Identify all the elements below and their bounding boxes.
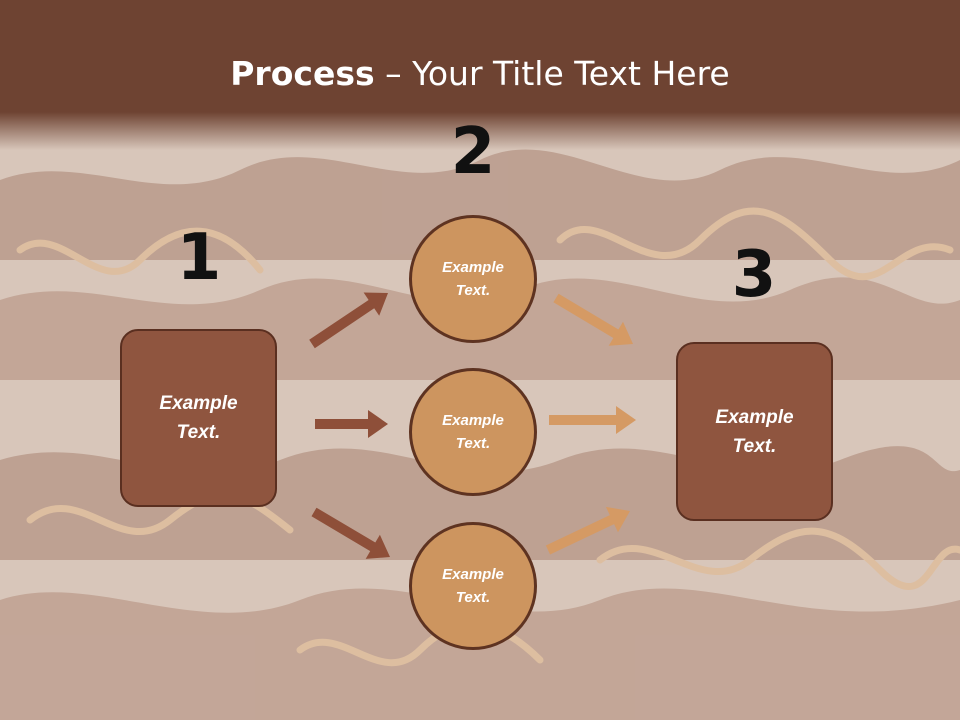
left-process-box: Example Text. — [120, 329, 277, 507]
left-box-label: Example Text. — [159, 393, 238, 443]
arrow-middle-to-right — [549, 406, 636, 434]
arrow-left-to-bottom — [311, 507, 390, 559]
arrow-left-to-middle — [315, 410, 388, 438]
right-process-box: Example Text. — [676, 342, 833, 521]
header-band — [0, 0, 960, 112]
circle-bottom-label: Example Text. — [442, 566, 504, 606]
circle-top-label: Example Text. — [442, 259, 504, 299]
step-number-1: 1 — [176, 221, 222, 295]
arrow-top-to-right — [553, 293, 633, 346]
process-circle-middle: Example Text. — [409, 368, 537, 496]
circle-middle-label: Example Text. — [442, 412, 504, 452]
title-rest: – Your Title Text Here — [374, 54, 730, 93]
right-box-label: Example Text. — [715, 406, 794, 457]
step-number-3: 3 — [731, 238, 777, 312]
slide-title: Process – Your Title Text Here — [0, 52, 960, 96]
arrow-bottom-to-right — [545, 506, 630, 555]
process-circle-top: Example Text. — [409, 215, 537, 343]
title-bold: Process — [230, 54, 375, 93]
arrow-left-to-top — [309, 292, 388, 349]
process-circle-bottom: Example Text. — [409, 522, 537, 650]
step-number-2: 2 — [450, 115, 496, 189]
